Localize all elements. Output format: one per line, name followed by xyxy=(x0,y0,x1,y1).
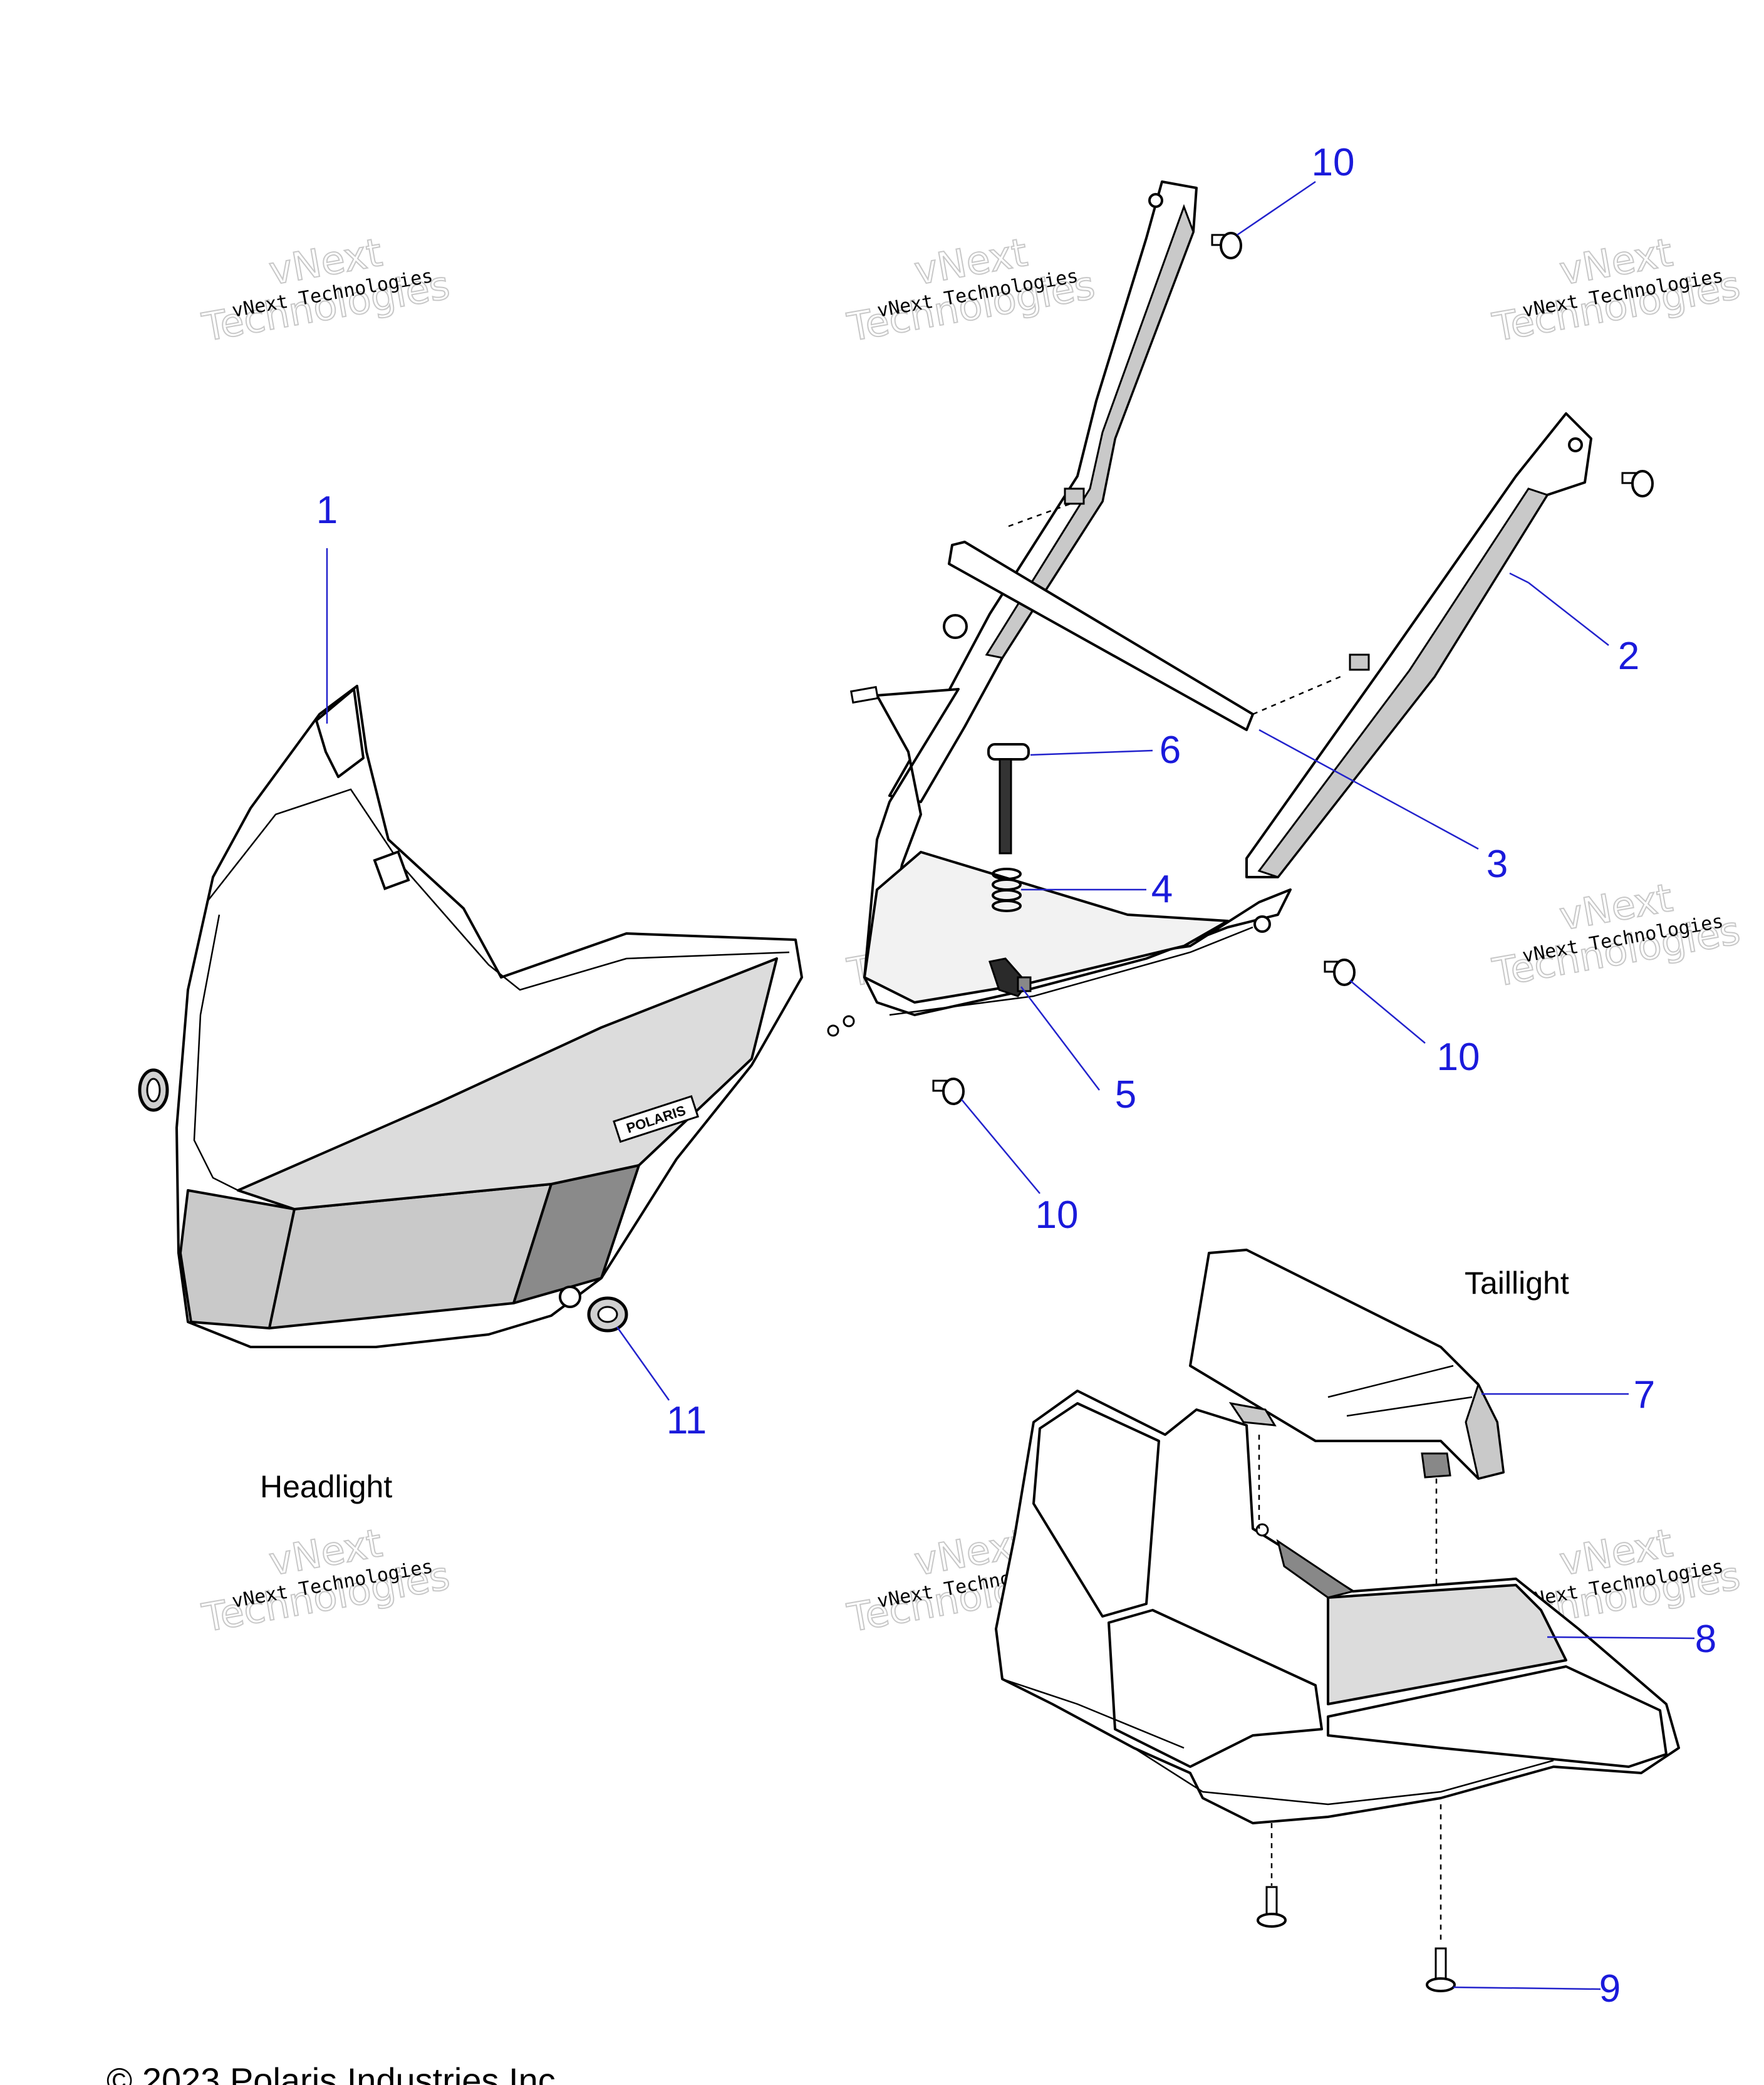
bracket-hole xyxy=(827,1024,839,1037)
watermark: vNext Technologies vNext Technologies xyxy=(198,229,454,351)
callout-10: 10 xyxy=(1035,1193,1079,1237)
caption-taillight: Taillight xyxy=(1465,1266,1569,1301)
headlight-inner-frame-edge xyxy=(193,914,239,1192)
bolt-lower-left xyxy=(932,1078,965,1105)
callout-2: 2 xyxy=(1618,635,1639,678)
bolt-right-top xyxy=(1621,470,1654,497)
callout-3: 3 xyxy=(1486,843,1508,886)
headlight-top-tab xyxy=(315,688,365,778)
headlight-upper-panel xyxy=(237,957,778,1210)
callout-4: 4 xyxy=(1151,868,1173,911)
headlight-assembly: POLARIS xyxy=(175,685,803,1348)
bracket-hole xyxy=(843,1015,855,1027)
headlight-inner-frame xyxy=(206,788,790,991)
copyright-notice: © 2023 Polaris Industries Inc. xyxy=(106,2061,565,2085)
callout-8: 8 xyxy=(1695,1618,1716,1661)
leader-line xyxy=(1349,980,1426,1044)
leader-line xyxy=(1258,729,1479,850)
leader-line xyxy=(616,1326,670,1401)
bracket-clip xyxy=(1349,653,1370,671)
callout-7: 7 xyxy=(1634,1373,1655,1417)
watermark: vNext Technologies vNext Technologies xyxy=(843,229,1099,351)
callout-9: 9 xyxy=(1599,1967,1621,2010)
bracket-clip xyxy=(1064,487,1085,505)
bracket-tray-plate xyxy=(863,851,1229,1004)
grommet-left xyxy=(138,1068,169,1112)
bracket-right-arm xyxy=(1245,412,1592,878)
callout-5: 5 xyxy=(1115,1073,1136,1116)
grommet-right xyxy=(587,1296,628,1333)
bracket-stud-left xyxy=(850,685,879,704)
leader-line xyxy=(1547,1636,1695,1640)
taillight-housing xyxy=(995,1390,1680,1824)
bolt-top xyxy=(1211,232,1242,259)
spring xyxy=(992,868,1022,912)
bracket-hole xyxy=(1253,915,1271,933)
bracket-tray-edge xyxy=(889,926,1253,1016)
headlight-strap-buckle xyxy=(373,850,410,890)
t-bolt xyxy=(987,743,1030,855)
callout-10: 10 xyxy=(1312,141,1355,184)
leader-line xyxy=(961,1099,1040,1194)
taillight-lens xyxy=(1189,1249,1505,1480)
bracket-hole xyxy=(943,614,968,639)
leader-lines xyxy=(326,180,1695,1990)
callouts: 1 2 3 4 5 6 7 8 9 10 10 10 11 xyxy=(316,141,1716,2010)
callout-11: 11 xyxy=(667,1399,707,1442)
caption-headlight: Headlight xyxy=(260,1469,392,1504)
bracket-cross-bar xyxy=(948,541,1254,731)
leader-line xyxy=(1453,1986,1601,1990)
callout-10: 10 xyxy=(1437,1036,1480,1079)
alignment-line xyxy=(1008,500,1078,528)
callout-1: 1 xyxy=(316,489,338,532)
watermark: vNext Technologies vNext Technologies xyxy=(198,1519,454,1641)
headlight-mount-bolt xyxy=(559,1286,581,1308)
bracket-right-arm-shade xyxy=(1257,487,1549,878)
leader-line xyxy=(1030,749,1153,756)
bracket-hole xyxy=(1148,193,1163,208)
screw-left xyxy=(1257,1886,1287,1928)
watermark: vNext Technologies vNext Technologies xyxy=(1488,229,1744,351)
bracket-hole xyxy=(1568,437,1583,452)
leader-line xyxy=(1237,180,1316,236)
headlight-lens-left xyxy=(179,1189,296,1329)
leader-line xyxy=(1509,572,1529,584)
bracket-left-arm-shade xyxy=(985,204,1195,659)
leader-line xyxy=(1020,986,1100,1091)
leader-line xyxy=(1528,582,1609,646)
alignment-line xyxy=(1252,675,1341,715)
callout-6: 6 xyxy=(1160,729,1181,772)
screw-right xyxy=(1426,1947,1456,1992)
watermark: vNext Technologies vNext Technologies xyxy=(1488,874,1744,996)
bracket-assembly xyxy=(827,180,1592,1037)
bolt-right-mid xyxy=(1324,959,1356,986)
